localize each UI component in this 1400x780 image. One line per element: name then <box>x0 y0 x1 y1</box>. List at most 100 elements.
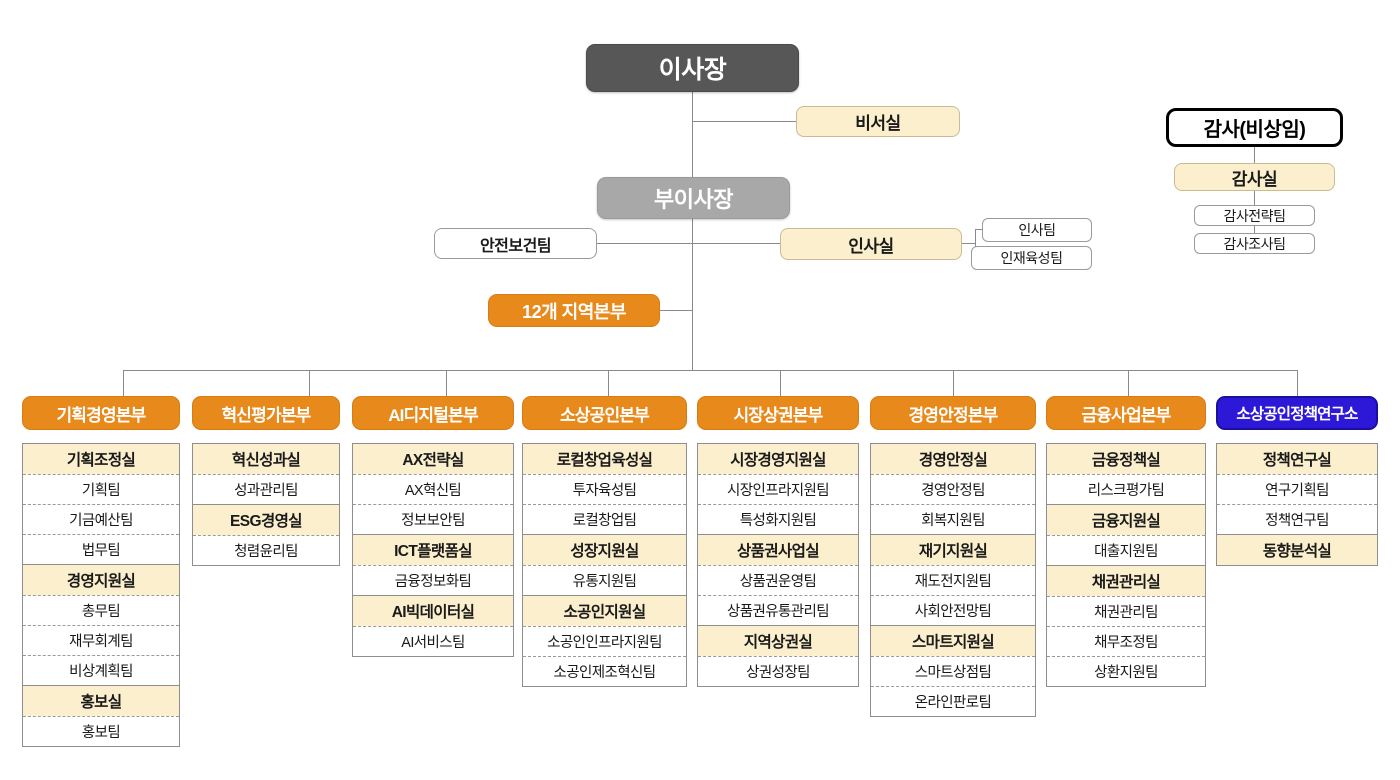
connector-vice-safety <box>597 243 693 244</box>
office-row[interactable]: AX전략실 <box>353 444 513 474</box>
office-row[interactable]: 스마트지원실 <box>871 626 1035 656</box>
node-audit-office[interactable]: 감사실 <box>1174 163 1335 191</box>
team-row[interactable]: 대출지원팀 <box>1047 535 1205 565</box>
team-row[interactable]: 상품권유통관리팀 <box>698 595 858 625</box>
team-row[interactable]: 채권관리팀 <box>1047 596 1205 626</box>
team-row[interactable]: 성과관리팀 <box>193 474 339 504</box>
team-row[interactable]: 청렴윤리팀 <box>193 535 339 565</box>
team-row[interactable]: 상품권운영팀 <box>698 565 858 595</box>
node-hr-office[interactable]: 인사실 <box>780 228 962 260</box>
node-secretariat[interactable]: 비서실 <box>796 106 960 137</box>
team-row[interactable]: 소공인인프라지원팀 <box>523 626 686 656</box>
office-row[interactable]: 기획조정실 <box>23 444 179 474</box>
office-row[interactable]: ESG경영실 <box>193 505 339 535</box>
division-header-4[interactable]: 소상공인본부 <box>522 396 687 430</box>
division-drop-4 <box>608 370 609 396</box>
office-row[interactable]: 혁신성과실 <box>193 444 339 474</box>
team-row[interactable]: 기금예산팀 <box>23 504 179 534</box>
node-hr-team-1[interactable]: 인사팀 <box>982 218 1092 242</box>
node-audit-team-2[interactable]: 감사조사팀 <box>1194 233 1315 254</box>
team-row[interactable]: 재무회계팀 <box>23 625 179 655</box>
division-header-6[interactable]: 경영안정본부 <box>870 396 1036 430</box>
team-row[interactable]: 소공인제조혁신팀 <box>523 656 686 686</box>
regional-label: 12개 지역본부 <box>522 301 626 322</box>
team-row[interactable]: 홍보팀 <box>23 716 179 746</box>
team-row[interactable]: 시장인프라지원팀 <box>698 474 858 504</box>
team-row[interactable]: AX혁신팀 <box>353 474 513 504</box>
team-row[interactable]: 로컬창업팀 <box>523 504 686 534</box>
team-row[interactable]: 정책연구팀 <box>1217 504 1377 534</box>
team-row[interactable]: 사회안전망팀 <box>871 595 1035 625</box>
unit-block: 동향분석실 <box>1217 534 1377 565</box>
node-safety-team[interactable]: 안전보건팀 <box>434 228 597 259</box>
team-row[interactable]: AI서비스팀 <box>353 626 513 656</box>
office-row[interactable]: 경영지원실 <box>23 565 179 595</box>
office-row[interactable]: 시장경영지원실 <box>698 444 858 474</box>
division-drop-1 <box>123 370 124 396</box>
node-regional-headquarters[interactable]: 12개 지역본부 <box>488 294 660 327</box>
office-row[interactable]: ICT플랫폼실 <box>353 535 513 565</box>
team-row[interactable]: 기획팀 <box>23 474 179 504</box>
team-row[interactable]: 상권성장팀 <box>698 656 858 686</box>
team-row[interactable]: 투자육성팀 <box>523 474 686 504</box>
team-row[interactable]: 총무팀 <box>23 595 179 625</box>
division-bus-line <box>123 370 1298 371</box>
office-row[interactable]: 재기지원실 <box>871 535 1035 565</box>
node-vice-chairman[interactable]: 부이사장 <box>597 177 790 219</box>
office-row[interactable]: 상품권사업실 <box>698 535 858 565</box>
team-row[interactable]: 유통지원팀 <box>523 565 686 595</box>
office-row[interactable]: 지역상권실 <box>698 626 858 656</box>
node-hr-team-2[interactable]: 인재육성팀 <box>971 246 1092 270</box>
team-row[interactable]: 경영안정팀 <box>871 474 1035 504</box>
division-header-5[interactable]: 시장상권본부 <box>697 396 859 430</box>
team-row[interactable]: 비상계획팀 <box>23 655 179 685</box>
office-row[interactable]: 로컬창업육성실 <box>523 444 686 474</box>
office-row[interactable]: 경영안정실 <box>871 444 1035 474</box>
division-header-label: 금융사업본부 <box>1081 405 1171 425</box>
division-header-7[interactable]: 금융사업본부 <box>1046 396 1206 430</box>
office-row[interactable]: 성장지원실 <box>523 535 686 565</box>
office-row[interactable]: 금융정책실 <box>1047 444 1205 474</box>
division-header-8[interactable]: 소상공인정책연구소 <box>1216 396 1378 430</box>
office-row[interactable]: 소공인지원실 <box>523 596 686 626</box>
team-row[interactable]: 법무팀 <box>23 534 179 564</box>
office-row[interactable]: 금융지원실 <box>1047 505 1205 535</box>
team-row[interactable]: 온라인판로팀 <box>871 686 1035 716</box>
connector-hr-vertical <box>975 229 976 259</box>
division-header-2[interactable]: 혁신평가본부 <box>192 396 340 430</box>
team-row[interactable]: 스마트상점팀 <box>871 656 1035 686</box>
team-row[interactable]: 특성화지원팀 <box>698 504 858 534</box>
team-row[interactable]: 정보보안팀 <box>353 504 513 534</box>
team-row[interactable]: 재도전지원팀 <box>871 565 1035 595</box>
office-row[interactable]: AI빅데이터실 <box>353 596 513 626</box>
team-row[interactable]: 상환지원팀 <box>1047 656 1205 686</box>
office-row[interactable]: 홍보실 <box>23 686 179 716</box>
node-audit-head[interactable]: 감사(비상임) <box>1166 108 1343 147</box>
office-row[interactable]: 동향분석실 <box>1217 535 1377 565</box>
team-row[interactable]: 채무조정팀 <box>1047 626 1205 656</box>
audit-head-label: 감사(비상임) <box>1203 119 1306 141</box>
division-drop-2 <box>309 370 310 396</box>
division-header-3[interactable]: AI디지털본부 <box>352 396 514 430</box>
division-drop-8 <box>1297 370 1298 396</box>
office-row[interactable]: 정책연구실 <box>1217 444 1377 474</box>
division-header-1[interactable]: 기획경영본부 <box>22 396 180 430</box>
connector-audit-team1-team2 <box>1254 225 1255 234</box>
team-row[interactable]: 금융정보화팀 <box>353 565 513 595</box>
office-row[interactable]: 채권관리실 <box>1047 566 1205 596</box>
team-row[interactable]: 회복지원팀 <box>871 504 1035 534</box>
team-row[interactable]: 리스크평가팀 <box>1047 474 1205 504</box>
division-header-label: 시장상권본부 <box>733 405 823 425</box>
node-audit-team-1[interactable]: 감사전략팀 <box>1194 205 1315 226</box>
node-chairman[interactable]: 이사장 <box>586 44 799 92</box>
team-row[interactable]: 연구기획팀 <box>1217 474 1377 504</box>
